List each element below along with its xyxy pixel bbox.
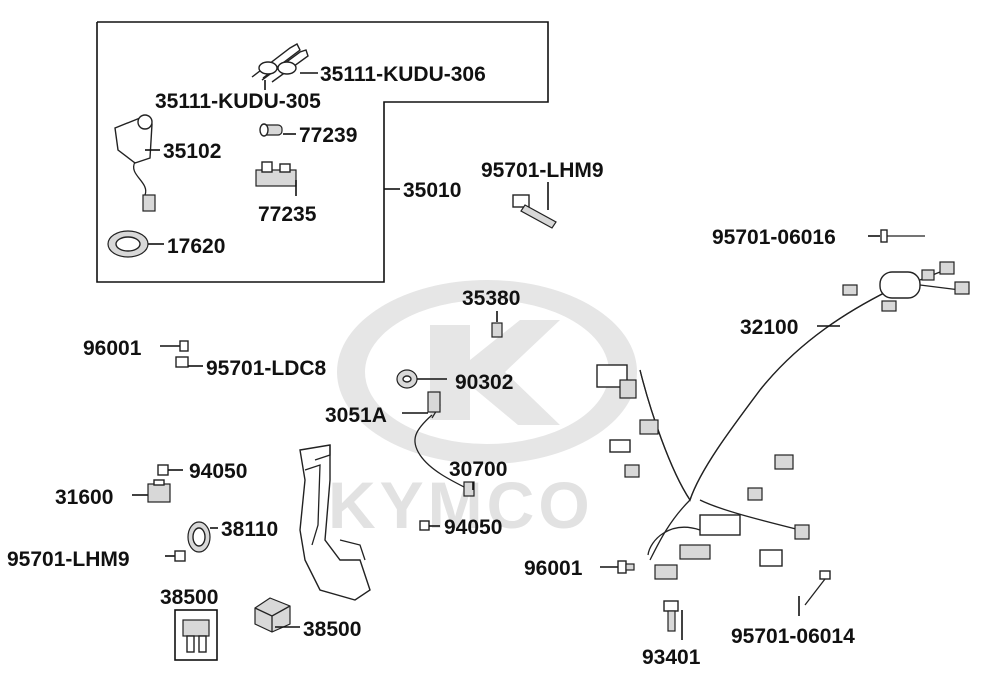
fuse-box-frame <box>174 609 218 661</box>
small-bolt-part-06014 <box>804 570 831 606</box>
label-38500-right: 38500 <box>303 618 361 641</box>
label-17620: 17620 <box>167 235 225 258</box>
bolt-part-93401 <box>663 600 679 632</box>
key-set-group-frame <box>96 21 549 283</box>
label-77235: 77235 <box>258 203 317 226</box>
horn-part-38110 <box>187 521 211 553</box>
label-96001-left: 96001 <box>83 337 142 360</box>
label-96001-right: 96001 <box>524 557 583 580</box>
label-30700: 30700 <box>449 458 507 481</box>
fuse-holder-part <box>182 619 210 653</box>
seat-lock-part <box>255 161 297 187</box>
label-95701-ldc8: 95701-LDC8 <box>206 357 327 380</box>
kymco-watermark-logo: KYMCO <box>328 280 637 542</box>
label-35380: 35380 <box>462 287 520 310</box>
switch-part-35380 <box>491 322 503 338</box>
label-95701-lhm9-bottom: 95701-LHM9 <box>7 548 130 571</box>
label-35010: 35010 <box>403 179 461 202</box>
small-bolt-part-06016 <box>880 229 925 243</box>
label-95701-06014: 95701-06014 <box>731 625 855 648</box>
label-35111-kudu-305: 35111-KUDU-305 <box>155 90 321 113</box>
lock-cylinder-part <box>259 123 283 137</box>
label-35102: 35102 <box>163 140 221 163</box>
nut-part-94050-top <box>157 464 169 476</box>
label-94050-top: 94050 <box>189 460 247 483</box>
relay-part-31600 <box>147 479 171 503</box>
small-bolt-part-lhm9-bottom <box>174 550 186 562</box>
relay-part-38500 <box>254 597 291 633</box>
main-wire-harness-part <box>596 261 970 580</box>
label-35111-kudu-306: 35111-KUDU-306 <box>320 63 486 86</box>
small-bolt-part-96001-left <box>179 340 189 352</box>
label-38110: 38110 <box>221 518 278 541</box>
screw-part-96001-right <box>617 560 635 574</box>
watermark-brand-text: KYMCO <box>328 468 594 542</box>
sensor-wire-part <box>414 391 475 497</box>
ignition-switch-part <box>114 114 156 212</box>
frame-bracket-part <box>299 444 371 601</box>
label-95701-lhm9-top: 95701-LHM9 <box>481 159 604 182</box>
label-3051a: 3051A <box>325 404 387 427</box>
label-94050-bottom: 94050 <box>444 516 502 539</box>
label-95701-06016: 95701-06016 <box>712 226 836 249</box>
key-pair-part <box>251 43 309 83</box>
label-38500-top: 38500 <box>160 586 218 609</box>
label-77239: 77239 <box>299 124 357 147</box>
label-90302: 90302 <box>455 371 513 394</box>
label-32100: 32100 <box>740 316 798 339</box>
nut-part-94050-bottom <box>419 520 430 531</box>
bolt-part-top <box>512 194 557 229</box>
label-93401: 93401 <box>642 646 701 669</box>
grommet-part-90302 <box>396 369 418 389</box>
cap-ring-part <box>107 230 149 258</box>
small-bolt-part-ldc8 <box>175 356 189 368</box>
label-31600: 31600 <box>55 486 113 509</box>
